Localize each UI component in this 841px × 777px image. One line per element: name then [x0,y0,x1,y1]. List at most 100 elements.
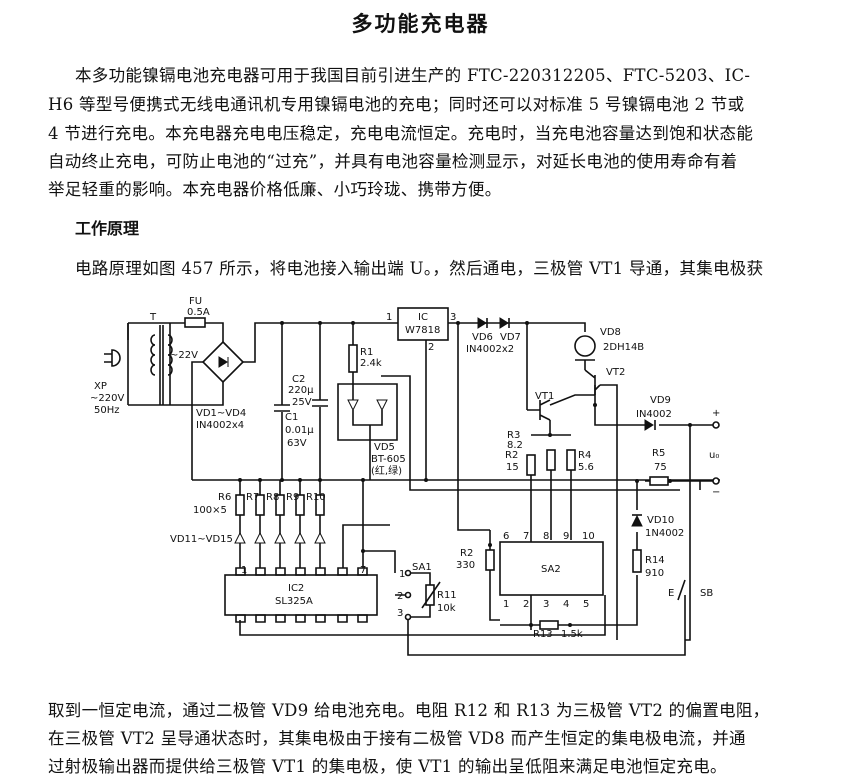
svg-text:5: 5 [583,599,589,610]
svg-text:6: 6 [503,531,509,542]
svg-text:~220V: ~220V [90,393,124,404]
svg-text:SA1: SA1 [412,562,432,573]
led-vd5 [347,399,388,480]
svg-text:0.5A: 0.5A [187,307,210,318]
svg-text:IN4002x2: IN4002x2 [466,344,514,355]
svg-text:XP: XP [94,381,107,392]
zener-vd8 [574,335,596,361]
intro-line: 举足轻重的影响。本充电器价格低廉、小巧玲珑、携带方便。 [48,180,502,199]
svg-text:15: 15 [506,462,519,473]
ic2-sl325a [224,567,378,623]
svg-text:VD7: VD7 [500,332,521,343]
svg-text:3: 3 [397,608,403,619]
svg-text:VT2: VT2 [606,367,625,378]
resistor-r2-330 [485,549,495,571]
svg-text:R4: R4 [578,450,591,461]
svg-text:VD5: VD5 [374,442,395,453]
resistor-r2-15 [526,454,536,476]
svg-text:1.5k: 1.5k [561,629,583,640]
svg-text:SA2: SA2 [541,564,561,575]
svg-text:u₀: u₀ [709,450,719,461]
svg-text:63V: 63V [287,438,307,449]
svg-text:R3: R3 [507,430,520,441]
svg-text:2: 2 [428,342,434,353]
svg-text:VD11~VD15: VD11~VD15 [170,534,233,545]
switch-sa1[interactable] [404,569,412,621]
svg-text:2.4k: 2.4k [360,358,382,369]
intro-line: 自动终止充电，可防止电池的“过充”，并具有电池容量检测显示，对延长电池的使用寿命… [48,152,738,171]
svg-text:R5: R5 [652,448,665,459]
svg-text:910: 910 [645,568,664,579]
switch-sa2[interactable] [499,541,604,596]
svg-text:1: 1 [399,569,405,580]
section-heading: 工作原理 [75,219,140,238]
svg-text:T: T [149,312,157,323]
capacitor-c2 [312,399,328,407]
svg-text:2DH14B: 2DH14B [603,342,644,353]
diode-vd6-vd7 [477,317,510,329]
svg-text:IC2: IC2 [288,583,304,594]
resistors-r6-r10 [235,494,325,516]
intro-line: H6 等型号便携式无线电通讯机专用镍镉电池的充电；同时还可以对标准 5 号镍镉电… [48,95,745,114]
svg-text:75: 75 [654,462,667,473]
body-line: 过射极输出器而提供给三极管 VT1 的集电极，使 VT1 的输出呈低阻来满足电池… [48,757,727,776]
svg-text:IC: IC [418,312,428,323]
svg-text:VT1: VT1 [535,391,554,402]
svg-text:220μ: 220μ [288,385,314,396]
svg-text:8: 8 [543,531,549,542]
svg-text:R10: R10 [306,492,326,503]
svg-text:100×5: 100×5 [193,505,227,516]
switch-sb[interactable] [677,579,686,601]
svg-text:−: − [712,487,720,498]
svg-text:4: 4 [563,599,569,610]
svg-text:VD10: VD10 [647,515,674,526]
plug-xp [104,349,121,367]
intro-line: 本多功能镍镉电池充电器可用于我国目前引进生产的 FTC-220312205、FT… [75,66,751,85]
intro-line: 4 节进行充电。本充电器充电电压稳定，充电电流恒定。充电时，当充电池容量达到饱和… [48,124,754,143]
svg-text:7: 7 [523,531,529,542]
svg-text:C1: C1 [285,412,298,423]
svg-text:~22V: ~22V [170,350,198,361]
svg-text:2: 2 [523,599,529,610]
svg-text:IN4002: IN4002 [636,409,672,420]
resistor-r4 [566,449,576,471]
svg-text:R7: R7 [246,492,259,503]
regulator-ic [397,307,449,341]
svg-text:R2: R2 [460,548,473,559]
svg-text:W7818: W7818 [405,325,440,336]
svg-text:10k: 10k [437,603,456,614]
svg-text:E: E [668,588,674,599]
junctions [238,321,692,627]
svg-text:R13: R13 [533,629,553,640]
svg-text:IN4002x4: IN4002x4 [196,420,244,431]
svg-text:1: 1 [386,312,392,323]
svg-text:R9: R9 [286,492,299,503]
svg-text:SL325A: SL325A [275,596,313,607]
svg-text:(红,绿): (红,绿) [371,464,402,477]
svg-text:VD9: VD9 [650,395,671,406]
svg-text:R14: R14 [645,555,665,566]
body-line: 取到一恒定电流，通过二极管 VD9 给电池充电。电阻 R12 和 R13 为三极… [48,701,770,720]
terminal-minus [712,477,720,485]
svg-text:5.6: 5.6 [578,462,594,473]
resistor-r14 [632,549,642,573]
svg-text:R1: R1 [360,347,373,358]
body-line: 在三极管 VT2 呈导通状态时，其集电极由于接有二极管 VD8 而产生恒定的集电… [48,729,746,748]
svg-text:8.2: 8.2 [507,440,523,451]
diode-vd10 [631,514,643,527]
fuse-fu [184,317,206,328]
resistor-r3 [546,449,556,471]
svg-text:R8: R8 [266,492,279,503]
svg-text:R6: R6 [218,492,231,503]
resistor-r13 [539,620,559,630]
svg-text:+: + [712,408,720,419]
bridge-rectifier [201,340,245,384]
svg-text:VD8: VD8 [600,327,621,338]
svg-text:C2: C2 [292,374,305,385]
svg-text:1N4002: 1N4002 [645,528,684,539]
capacitor-c1 [274,404,290,412]
svg-text:3: 3 [543,599,549,610]
svg-text:SB: SB [700,588,713,599]
